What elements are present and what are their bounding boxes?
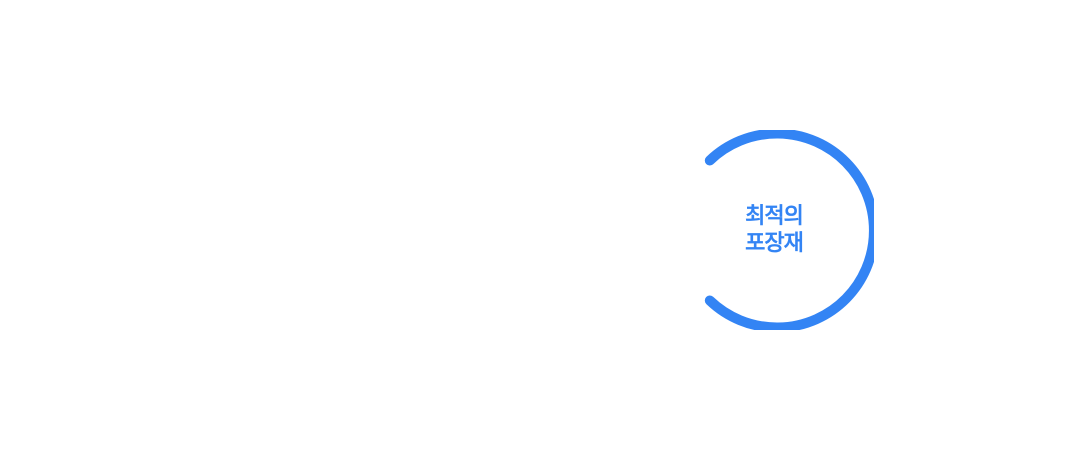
badge-label-line-1: 최적의 [745, 204, 804, 229]
open-ring-icon [704, 130, 874, 330]
packaging-badge: 최적의 포장재 [674, 130, 874, 330]
badge-label: 최적의 포장재 [674, 130, 874, 330]
badge-label-line-2: 포장재 [745, 231, 804, 256]
